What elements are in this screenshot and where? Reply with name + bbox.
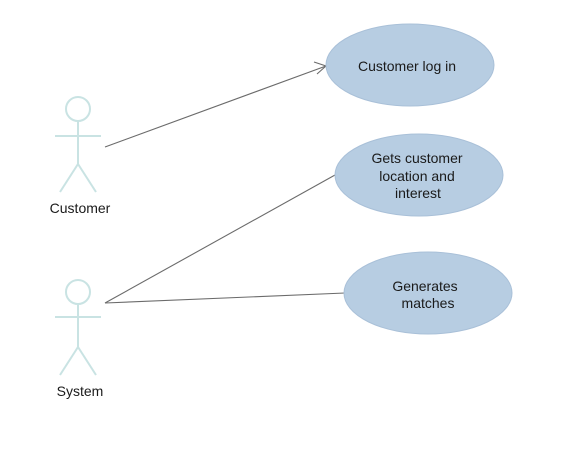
usecase-label-line-2: location and — [379, 168, 455, 184]
usecase-label: Customer log in — [358, 58, 456, 74]
actor-label-system: System — [57, 383, 104, 399]
actor-system[interactable]: System — [55, 279, 104, 399]
stick-figure-icon — [55, 279, 101, 376]
usecase-ellipse — [343, 251, 513, 335]
usecase-label-line-1: Generates — [392, 278, 457, 294]
associations — [104, 61, 346, 304]
usecase-gets-customer-location[interactable]: Gets customer location and interest — [334, 133, 504, 217]
actor-label-customer: Customer — [50, 200, 111, 216]
stick-figure-icon — [55, 96, 101, 193]
association-system-matches — [104, 292, 346, 304]
usecase-generates-matches[interactable]: Generates matches — [343, 251, 513, 335]
usecase-label-line-1: Gets customer — [371, 150, 462, 166]
usecase-ellipse — [334, 133, 504, 217]
association-customer-login — [104, 65, 327, 148]
usecase-ellipse — [325, 23, 495, 107]
usecase-label-line-2: matches — [402, 295, 455, 311]
usecase-customer-log-in[interactable]: Customer log in — [325, 23, 495, 107]
association-system-location — [104, 174, 336, 304]
actor-customer[interactable]: Customer — [50, 96, 111, 216]
usecase-label-line-3: interest — [395, 185, 441, 201]
